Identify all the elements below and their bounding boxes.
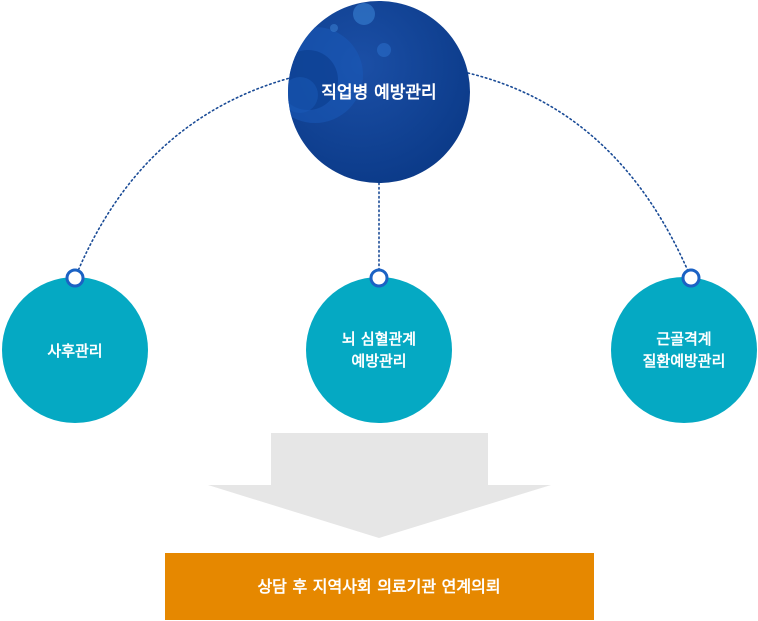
- down-arrow: [208, 433, 551, 538]
- connector-ring-left: [65, 268, 85, 288]
- branch-node-musculoskeletal: 근골격계 질환예방관리: [611, 277, 757, 423]
- main-node-label: 직업병 예방관리: [321, 83, 436, 103]
- branch-node-cardiovascular: 뇌 심혈관계 예방관리: [306, 277, 452, 423]
- result-bar: 상담 후 지역사회 의료기관 연계의뢰: [165, 553, 594, 620]
- branch-node-aftercare-label: 사후관리: [47, 342, 102, 360]
- connector-ring-center: [369, 268, 389, 288]
- branch-node-cardiovascular-label-line-1: 뇌 심혈관계: [342, 330, 416, 348]
- branch-node-musculoskeletal-label-line-2: 질환예방관리: [643, 352, 726, 370]
- branch-node-musculoskeletal-label-line-1: 근골격계: [656, 330, 711, 348]
- connector-line-left: [74, 77, 291, 279]
- connector-line-right: [467, 72, 692, 279]
- branch-node-cardiovascular-label-line-2: 예방관리: [351, 352, 406, 370]
- branch-node-aftercare: 사후관리: [2, 277, 148, 423]
- result-bar-label: 상담 후 지역사회 의료기관 연계의뢰: [257, 577, 500, 596]
- main-node: 직업병 예방관리: [288, 1, 470, 183]
- connector-ring-right: [681, 268, 701, 288]
